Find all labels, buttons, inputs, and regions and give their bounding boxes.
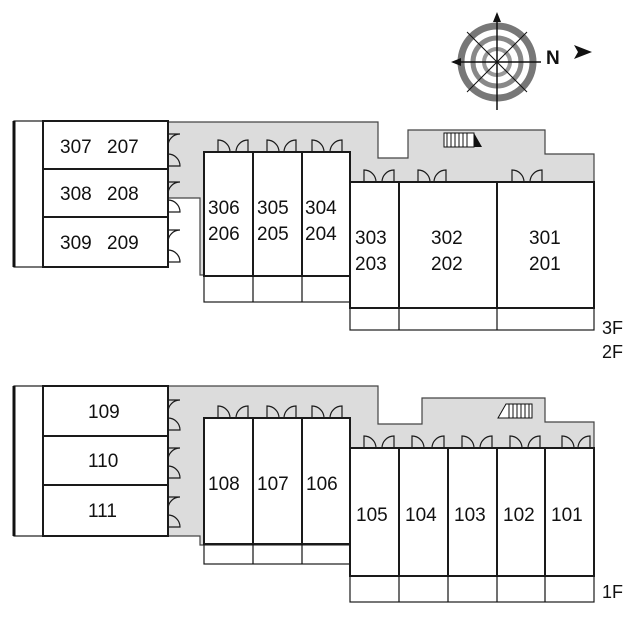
unit-305-205 bbox=[252, 151, 303, 277]
unit-label: 109 bbox=[88, 402, 120, 423]
lower-floor-plan: 109 110 111 108 107 106 bbox=[12, 385, 623, 603]
unit-label: 301 bbox=[529, 228, 561, 249]
unit-label: 111 bbox=[88, 501, 117, 522]
east-balcony bbox=[349, 307, 595, 331]
north-arrow-icon bbox=[574, 45, 592, 59]
unit-label: 105 bbox=[356, 505, 388, 526]
unit-label: 308 bbox=[60, 184, 92, 205]
east-balcony bbox=[349, 575, 595, 603]
unit-label: 110 bbox=[88, 451, 118, 472]
unit-108 bbox=[203, 417, 254, 545]
unit-304-204 bbox=[301, 151, 351, 277]
middle-balcony bbox=[203, 543, 351, 565]
compass-icon bbox=[451, 12, 541, 110]
unit-label: 309 bbox=[60, 233, 92, 254]
unit-label: 208 bbox=[107, 184, 139, 205]
stairs-icon bbox=[497, 403, 533, 419]
unit-106 bbox=[301, 417, 351, 545]
floor-label-3f: 3F bbox=[602, 318, 623, 338]
unit-302-202 bbox=[398, 181, 498, 309]
floor-label-1f: 1F bbox=[602, 582, 623, 602]
west-balcony bbox=[13, 120, 44, 268]
upper-floor-plan: 307 207 308 208 309 209 306 206 305 205 … bbox=[12, 120, 623, 362]
unit-label: 107 bbox=[257, 474, 289, 495]
unit-label: 108 bbox=[208, 474, 240, 495]
door-icon bbox=[217, 405, 343, 419]
unit-label: 104 bbox=[405, 505, 437, 526]
unit-label: 205 bbox=[257, 224, 289, 245]
unit-label: 101 bbox=[551, 505, 583, 526]
unit-107 bbox=[252, 417, 303, 545]
unit-101 bbox=[544, 447, 595, 577]
west-balcony bbox=[13, 385, 44, 537]
unit-label: 106 bbox=[306, 474, 338, 495]
unit-label: 102 bbox=[503, 505, 535, 526]
door-icon bbox=[167, 133, 181, 263]
unit-label: 302 bbox=[431, 228, 463, 249]
unit-label: 103 bbox=[454, 505, 486, 526]
unit-label: 305 bbox=[257, 198, 289, 219]
unit-label: 202 bbox=[431, 254, 463, 275]
unit-label: 203 bbox=[355, 254, 387, 275]
unit-label: 201 bbox=[529, 254, 561, 275]
unit-308-208 bbox=[42, 168, 169, 218]
stairs-icon bbox=[443, 132, 482, 148]
middle-balcony bbox=[203, 275, 351, 303]
door-icon bbox=[217, 139, 343, 153]
unit-label: 307 bbox=[60, 137, 92, 158]
unit-label: 206 bbox=[208, 224, 240, 245]
unit-label: 304 bbox=[305, 198, 337, 219]
unit-301-201 bbox=[496, 181, 595, 309]
unit-label: 306 bbox=[208, 198, 240, 219]
north-label: N bbox=[546, 48, 560, 69]
door-icon bbox=[363, 435, 591, 449]
door-icon bbox=[167, 399, 181, 528]
unit-label: 209 bbox=[107, 233, 139, 254]
unit-110 bbox=[42, 435, 169, 486]
unit-label: 303 bbox=[355, 228, 387, 249]
door-icon bbox=[363, 169, 543, 183]
unit-label: 204 bbox=[305, 224, 337, 245]
floor-label-2f: 2F bbox=[602, 342, 623, 362]
unit-111 bbox=[42, 484, 169, 537]
unit-label: 207 bbox=[107, 137, 139, 158]
